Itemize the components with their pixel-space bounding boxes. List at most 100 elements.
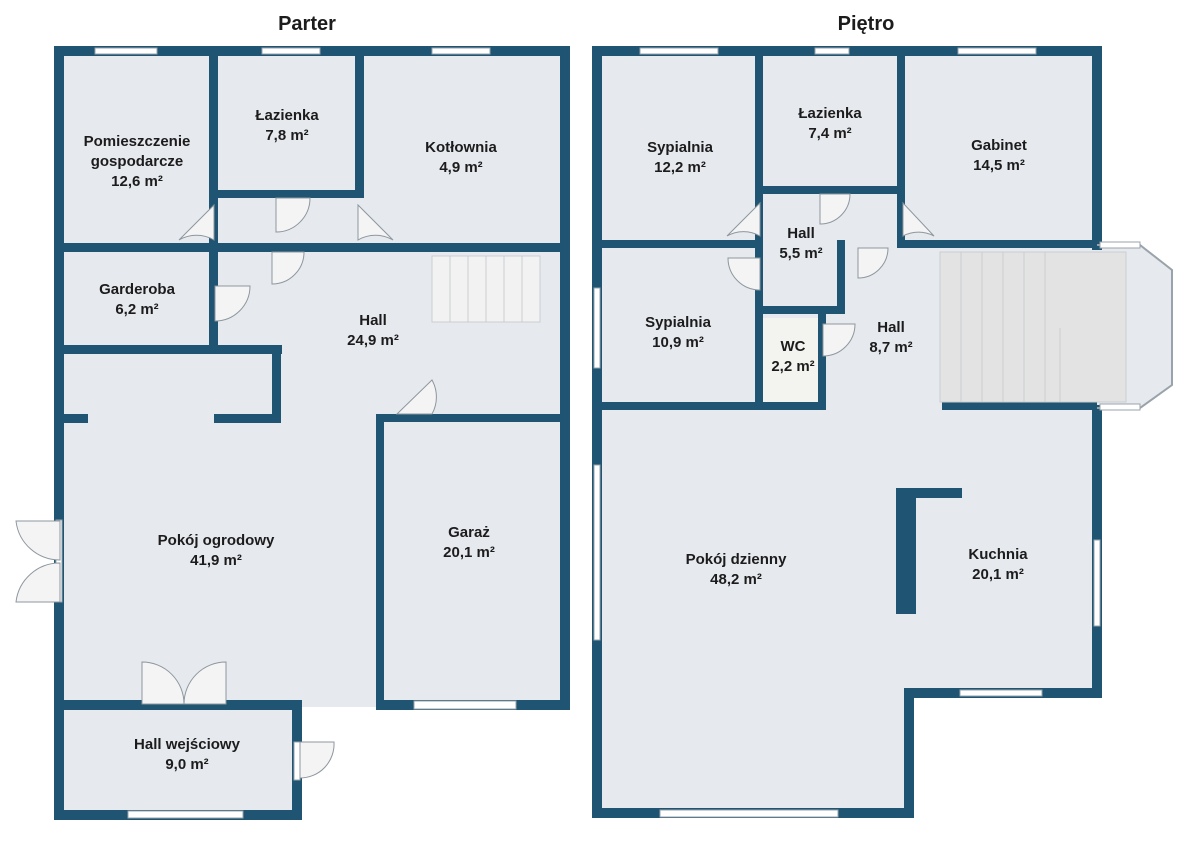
double-door-right[interactable] [183,661,227,705]
floor-title: Parter [278,13,336,35]
wall [942,402,1097,410]
wall [904,688,914,818]
wall [560,46,570,710]
window [431,47,491,55]
ground-floor-area [60,52,565,707]
window [261,47,321,55]
room-name: Pokój dzienny [686,551,788,568]
room-area: 24,9 m² [347,332,399,349]
room-name: gospodarcze [91,153,184,170]
room-area: 6,2 m² [115,301,158,318]
room-area: 7,4 m² [808,125,851,142]
wall [214,414,281,423]
wall [592,46,602,818]
door[interactable] [726,201,761,237]
room-area: 20,1 m² [443,544,495,561]
door[interactable] [395,379,437,415]
wall [272,345,281,423]
wall [209,243,218,351]
room-name: Sypialnia [645,314,712,331]
room-name: Łazienka [255,107,319,124]
room-name: WC [781,338,806,355]
room-name: Pomieszczenie [84,133,191,150]
room-name: Sypialnia [647,139,714,156]
wall [54,243,570,252]
door[interactable] [727,257,761,291]
wall [209,190,364,198]
kitchen-counter [896,488,916,614]
floor-title: Piętro [838,13,895,35]
window [639,47,719,55]
window [593,287,601,369]
wall [755,186,905,194]
entrance-hall-floor [60,705,297,815]
terrace-door-left[interactable] [15,520,61,561]
room-area: 48,2 m² [710,571,762,588]
room-area: 8,7 m² [869,339,912,356]
entrance-door[interactable] [299,741,335,779]
room-name: Hall [359,312,387,329]
wall [837,240,845,310]
door[interactable] [357,203,394,241]
window [957,47,1037,55]
ground-floor-plan: Parter Pomieszczenie gospodarcze 12,6 m²… [15,13,570,820]
door[interactable] [214,285,251,322]
wall [755,306,763,410]
wall [376,414,384,710]
room-name: Hall [877,319,905,336]
room-name: Garaż [448,524,490,541]
room-name: Kuchnia [968,546,1028,563]
room-area: 14,5 m² [973,157,1025,174]
window [593,464,601,641]
wall [54,414,88,423]
window [1099,241,1141,249]
upper-floor-plan: Piętro Sypialnia 12,2 m² Łazienka 7,4 m²… [592,13,1173,818]
window [127,810,244,819]
door[interactable] [902,201,935,237]
room-area: 10,9 m² [652,334,704,351]
terrace-door-right[interactable] [15,562,61,603]
wall [1092,46,1102,250]
wall [355,52,364,197]
stairs [939,251,1127,403]
room-area: 5,5 m² [779,245,822,262]
wall [897,240,1097,248]
room-name: Hall [787,225,815,242]
room-area: 2,2 m² [771,358,814,375]
room-name: Garderoba [99,281,176,298]
window [1099,403,1141,411]
wall [54,345,282,354]
door[interactable] [822,323,856,357]
door[interactable] [271,251,305,285]
window [659,809,839,818]
room-name: Hall wejściowy [134,736,241,753]
garage-door [413,700,517,710]
door[interactable] [857,247,889,279]
wall [54,700,302,710]
room-name: Pokój ogrodowy [158,532,275,549]
door[interactable] [819,193,851,225]
door[interactable] [178,203,215,241]
wc-floor [763,318,823,402]
wall [376,414,570,422]
kitchen-counter [896,488,962,498]
room-name: Kotłownia [425,139,497,156]
window [94,47,158,55]
door[interactable] [275,197,311,233]
room-area: 41,9 m² [190,552,242,569]
wall [755,52,763,310]
entrance-door-frame [293,741,301,781]
wall [598,240,763,248]
room-area: 12,6 m² [111,173,163,190]
room-area: 4,9 m² [439,159,482,176]
wall [897,52,905,247]
window [959,689,1043,697]
room-area: 20,1 m² [972,566,1024,583]
wall [209,52,218,247]
wall [54,46,64,820]
wall [755,306,845,314]
window [1093,539,1101,627]
window [814,47,850,55]
stairs [431,255,541,323]
